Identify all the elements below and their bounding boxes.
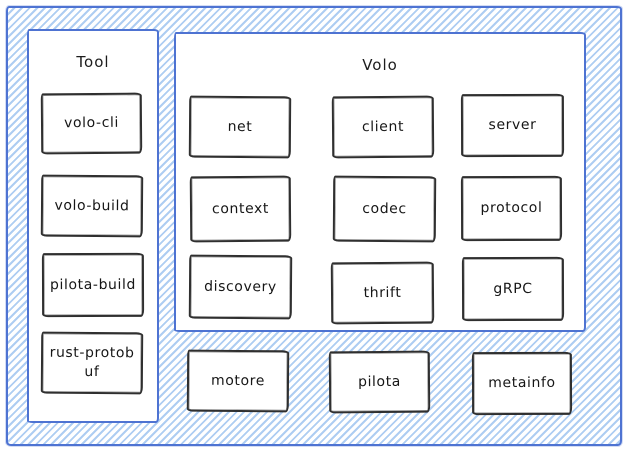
volo-panel: Volo net client server context codec pro… (174, 32, 586, 332)
node-context: context (189, 175, 292, 243)
tool-panel: Tool volo-cli volo-build pilota-build ru… (27, 29, 159, 423)
node-pilota: pilota (328, 350, 431, 414)
outer-hatched-container: Tool volo-cli volo-build pilota-build ru… (6, 6, 622, 446)
node-pilota-build: pilota-build (41, 252, 145, 318)
node-protocol: protocol (460, 175, 563, 242)
node-codec: codec (332, 175, 437, 243)
node-rust-protobuf: rust-protobuf (40, 331, 144, 395)
node-thrift: thrift (330, 261, 435, 325)
node-discovery: discovery (188, 254, 293, 320)
node-server: server (460, 93, 565, 158)
tool-panel-title: Tool (76, 53, 110, 71)
node-volo-cli: volo-cli (40, 92, 143, 155)
node-client: client (331, 95, 435, 159)
node-net: net (188, 95, 292, 159)
node-metainfo: metainfo (471, 351, 573, 416)
node-grpc: gRPC (461, 256, 565, 322)
node-volo-build: volo-build (40, 174, 144, 238)
node-motore: motore (186, 349, 290, 413)
volo-panel-title: Volo (362, 56, 398, 74)
